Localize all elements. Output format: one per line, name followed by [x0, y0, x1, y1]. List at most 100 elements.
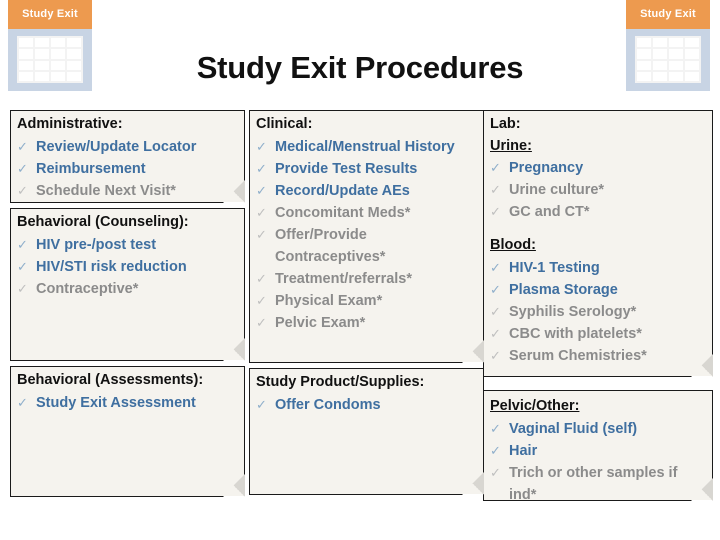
procedure-item[interactable]: ✓ Pelvic Exam* — [256, 312, 477, 334]
procedure-item[interactable]: ✓ Provide Test Results — [256, 158, 477, 180]
clinical-column: Clinical:✓Medical/Menstrual History✓Prov… — [249, 110, 483, 500]
card-section-heading: Urine: — [490, 137, 532, 154]
procedure-item-label: HIV-1 Testing — [509, 259, 600, 276]
calendar-grid-icon-right — [626, 29, 710, 91]
procedure-item-label: Urine culture* — [509, 182, 605, 199]
check-icon: ✓ — [17, 138, 28, 154]
procedure-item-label: Record/Update AEs — [275, 182, 410, 199]
check-icon: ✓ — [17, 394, 28, 410]
procedure-item[interactable]: ✓Offer/Provide Contraceptives* — [256, 224, 477, 268]
check-icon: ✓ — [17, 280, 28, 296]
procedure-item[interactable]: ✓ HIV/STI risk reduction — [17, 256, 238, 278]
check-icon: ✓ — [490, 464, 501, 480]
check-icon: ✓ — [256, 182, 267, 198]
procedure-item[interactable]: ✓ Review/Update Locator — [17, 136, 238, 158]
check-icon: ✓ — [17, 258, 28, 274]
card-title: Study Product/Supplies: — [256, 374, 425, 390]
procedure-item[interactable]: ✓ Reimbursement — [17, 158, 238, 180]
procedure-item-label: Hair — [509, 442, 538, 459]
procedure-item-label: Offer/Provide Contraceptives* — [275, 226, 386, 265]
procedure-list: ✓ Review/Update Locator ✓ Reimbursement ✓ Sch… — [17, 136, 238, 202]
procedure-item-label: HIV pre-/post test — [36, 236, 157, 253]
procedure-item-label: Reimbursement — [36, 160, 146, 177]
procedure-item[interactable]: ✓Vaginal Fluid (self) — [490, 418, 706, 440]
check-icon: ✓ — [490, 303, 501, 319]
procedure-item[interactable]: ✓ HIV-1 Testing — [490, 257, 706, 279]
procedure-item[interactable]: ✓ Concomitant Meds* — [256, 202, 477, 224]
check-icon: ✓ — [256, 204, 267, 220]
procedure-item[interactable]: ✓ Pregnancy — [490, 157, 706, 179]
check-icon: ✓ — [17, 182, 28, 198]
procedure-list: ✓ Study Exit Assessment — [17, 392, 238, 414]
procedure-item[interactable]: ✓Physical Exam* — [256, 290, 477, 312]
check-icon: ✓ — [256, 270, 267, 286]
check-icon: ✓ — [490, 281, 501, 297]
procedure-item-label: Trich or other samples if ind* — [509, 464, 678, 503]
procedure-item-label: Review/Update Locator — [36, 138, 197, 155]
procedure-item-label: Pelvic Exam* — [275, 314, 366, 331]
procedure-item[interactable]: ✓GC and CT* — [490, 201, 706, 223]
procedure-list: ✓ HIV pre-/post test ✓ HIV/STI risk reducti… — [17, 234, 238, 300]
procedure-item-label: Provide Test Results — [275, 160, 418, 177]
procedure-item[interactable]: ✓ Urine culture* — [490, 179, 706, 201]
procedure-item[interactable]: ✓ Record/Update AEs — [256, 180, 477, 202]
check-icon: ✓ — [17, 160, 28, 176]
procedure-item-label: Physical Exam* — [275, 292, 383, 309]
procedure-item[interactable]: ✓ Offer Condoms — [256, 394, 477, 416]
procedure-item[interactable]: ✓ Contraceptive* — [17, 278, 238, 300]
procedure-item-label: Contraceptive* — [36, 280, 139, 297]
procedure-card: Administrative: ✓ Review/Update Locator ✓ Re… — [10, 110, 244, 202]
procedure-list: ✓ Pregnancy ✓ Urine culture* ✓GC and CT* — [490, 157, 706, 223]
check-icon: ✓ — [490, 325, 501, 341]
procedure-item[interactable]: ✓ HIV pre-/post test — [17, 234, 238, 256]
procedure-card: Pelvic/Other:✓Vaginal Fluid (self)✓Hair✓… — [483, 390, 712, 503]
check-icon: ✓ — [490, 182, 501, 198]
procedure-item-label: Plasma Storage — [509, 281, 618, 298]
procedure-item-label: Study Exit Assessment — [36, 394, 196, 411]
procedure-item[interactable]: ✓ Trich or other samples if ind* — [490, 462, 706, 506]
procedure-item-label: Offer Condoms — [275, 396, 381, 413]
procedure-item[interactable]: ✓ Hair — [490, 440, 706, 462]
check-icon: ✓ — [256, 160, 267, 176]
procedure-list: ✓ Offer Condoms — [256, 394, 477, 416]
study-exit-badge-left: Study Exit — [8, 0, 92, 91]
check-icon: ✓ — [256, 314, 267, 330]
check-icon: ✓ — [490, 160, 501, 176]
check-icon: ✓ — [256, 138, 267, 154]
procedure-item[interactable]: ✓Treatment/referrals* — [256, 268, 477, 290]
check-icon: ✓ — [490, 442, 501, 458]
procedure-item[interactable]: ✓ Serum Chemistries* — [490, 345, 706, 367]
lab-column: Lab:Urine:✓Pregnancy✓Urine culture*✓GC a… — [483, 110, 712, 506]
study-exit-badge-right: Study Exit — [626, 0, 710, 91]
procedure-item-label: Schedule Next Visit* — [36, 182, 176, 199]
badge-label-right: Study Exit — [626, 0, 710, 29]
card-title: Administrative: — [17, 116, 123, 132]
check-icon: ✓ — [17, 236, 28, 252]
procedure-item-label: Serum Chemistries* — [509, 347, 647, 364]
check-icon: ✓ — [490, 347, 501, 363]
card-title: Behavioral (Counseling): — [17, 214, 189, 230]
procedure-item[interactable]: ✓ Schedule Next Visit* — [17, 180, 238, 202]
procedure-list: ✓Vaginal Fluid (self) ✓ Hair ✓ Trich or othe… — [490, 418, 706, 506]
procedure-item-label: Pregnancy — [509, 160, 584, 177]
procedure-item[interactable]: ✓ Plasma Storage — [490, 279, 706, 301]
procedure-list: ✓ HIV-1 Testing ✓ Plasma Storage ✓Syphilis S… — [490, 257, 706, 367]
procedure-item[interactable]: ✓ Study Exit Assessment — [17, 392, 238, 414]
procedure-item-label: HIV/STI risk reduction — [36, 258, 187, 275]
procedure-item-label: Vaginal Fluid (self) — [509, 420, 638, 437]
procedure-item-label: Concomitant Meds* — [275, 204, 411, 221]
administrative-column: Administrative: ✓ Review/Update Locator ✓ Re… — [10, 110, 244, 502]
procedure-card: Behavioral (Assessments):✓Study Exit Ass… — [10, 366, 244, 496]
procedure-list: ✓Medical/Menstrual History✓Provide Test … — [256, 136, 477, 334]
check-icon: ✓ — [490, 259, 501, 275]
procedure-item[interactable]: ✓CBC with platelets* — [490, 323, 706, 345]
procedure-card: Clinical:✓Medical/Menstrual History✓Prov… — [249, 110, 483, 362]
check-icon: ✓ — [256, 396, 267, 412]
card-section-heading: Pelvic/Other: — [490, 398, 580, 414]
procedure-item[interactable]: ✓Medical/Menstrual History — [256, 136, 477, 158]
procedure-card: Lab:Urine:✓Pregnancy✓Urine culture*✓GC a… — [483, 110, 712, 376]
calendar-grid-icon-left — [8, 29, 92, 91]
badge-label-left: Study Exit — [8, 0, 92, 29]
procedure-card: Study Product/Supplies: ✓ Offer Condoms — [249, 368, 483, 494]
procedure-item[interactable]: ✓Syphilis Serology* — [490, 301, 706, 323]
